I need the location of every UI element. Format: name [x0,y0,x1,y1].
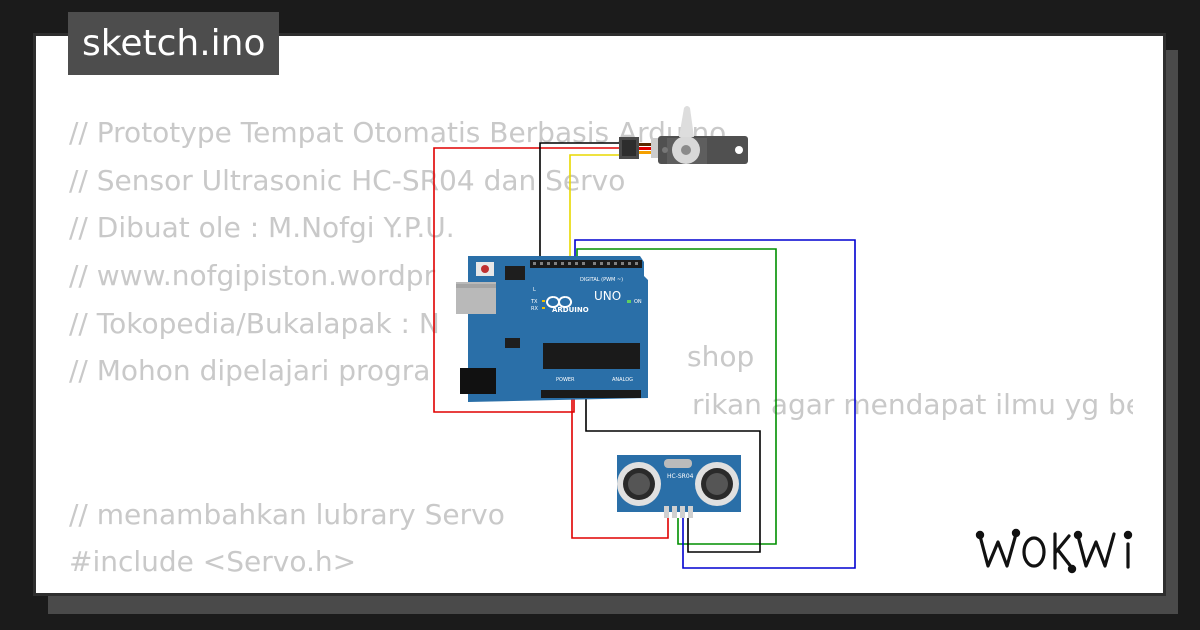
wokwi-logo[interactable] [968,520,1158,582]
red-wire-servo [433,147,629,413]
tx-label: TX [530,299,538,305]
code-line: // Sensor Ultrasonic HC-SR04 dan Servo [69,163,626,197]
yellow-wire-servo [569,154,629,265]
green-wire-sensor [576,248,777,545]
rx-label: RX [531,306,538,312]
on-label: ON [634,299,642,305]
code-line: // Dibuat ole : M.Nofgi Y.P.U. [69,211,455,245]
black-wire-servo [539,142,629,265]
power-label: POWER [556,377,575,383]
analog-label: ANALOG [612,377,633,383]
code-line: #include <Servo.h> [69,545,357,579]
arduino-uno-board: DIGITAL (PWM ~) TX RX L ON UNO ARDUINO P… [456,256,648,402]
code-line: // Mohon dipelajari progra [69,354,431,388]
code-line: // www.nofgipiston.wordpr [69,259,436,293]
blue-wire-sensor [574,239,856,569]
board-brand: ARDUINO [552,306,589,314]
code-line-fragment: rikan agar mendapat ilmu yg ber [692,388,1133,421]
black-wire-sensor [585,398,761,553]
code-line-fragment: shop [687,340,755,373]
board-name: UNO [594,289,621,303]
wokwi-logo-icon [975,528,1133,574]
digital-pwm-label: DIGITAL (PWM ~) [580,277,623,283]
code-line: // Tokopedia/Bukalapak : N [69,306,440,340]
file-tab-title[interactable]: sketch.ino [68,12,280,75]
hc-sr04-sensor: HC-SR04 [617,455,741,518]
arduino-logo-icon [546,296,573,308]
sensor-name: HC-SR04 [667,473,694,480]
servo-motor [619,106,748,164]
l-label: L [533,287,536,293]
red-wire-sensor [571,398,669,539]
code-line: // menambahkan lubrary Servo [69,497,505,531]
